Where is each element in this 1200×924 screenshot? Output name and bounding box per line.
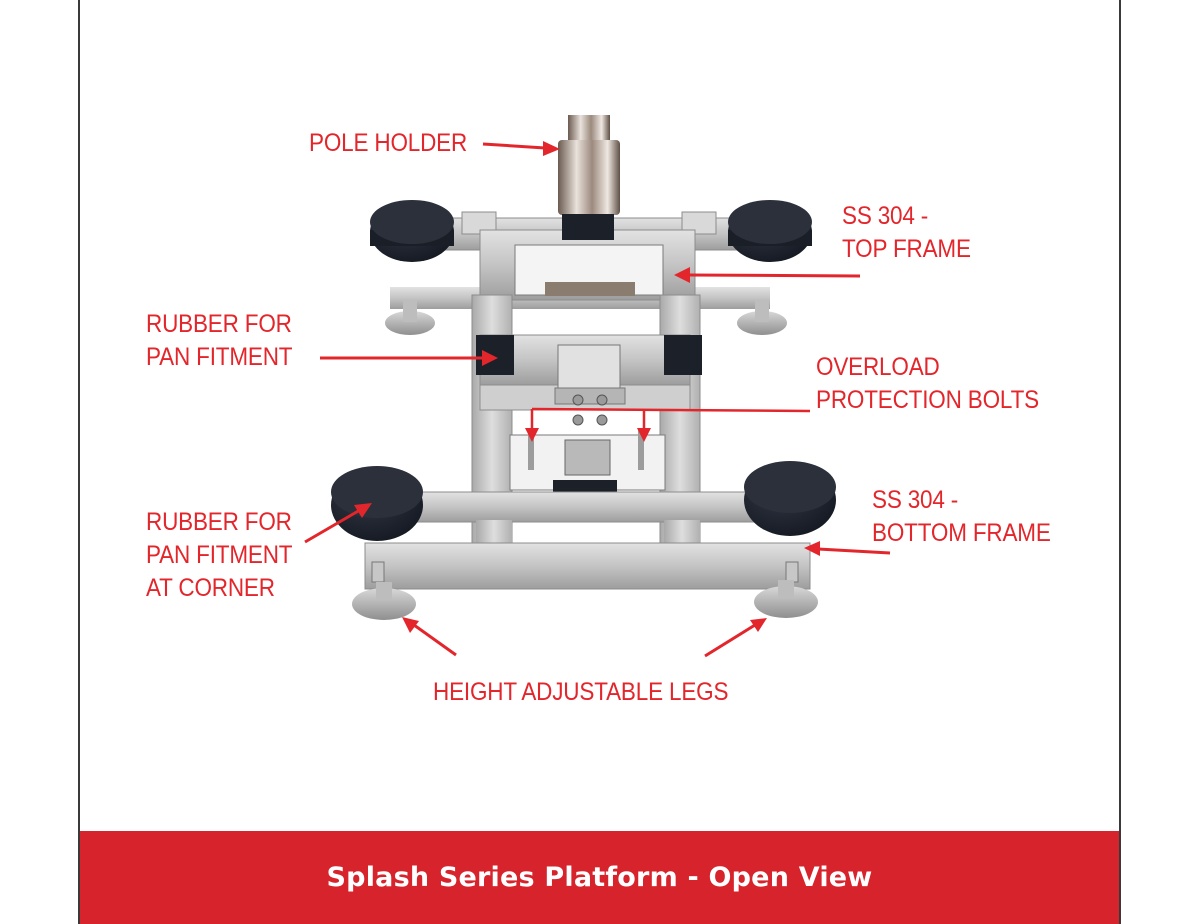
center-frame (471, 294, 702, 546)
top-rubber-pads (370, 200, 812, 262)
bottom-frame (364, 491, 811, 590)
callout-bottom-frame: SS 304 - BOTTOM FRAME (872, 486, 1051, 547)
front-legs (352, 580, 818, 620)
platform-illustration (304, 115, 891, 658)
pole-holder-part (558, 115, 620, 240)
left-border (78, 0, 80, 924)
callout-overload-protection-bolts: OVERLOAD PROTECTION BOLTS (816, 353, 1039, 414)
callout-rubber-pan-fitment: RUBBER FOR PAN FITMENT (146, 310, 293, 371)
right-border (1119, 0, 1121, 924)
footer-banner: Splash Series Platform - Open View (80, 831, 1119, 924)
callout-arrows (304, 141, 891, 658)
callout-height-adjustable-legs: HEIGHT ADJUSTABLE LEGS (433, 678, 729, 706)
callout-rubber-corner: RUBBER FOR PAN FITMENT AT CORNER (146, 508, 293, 602)
footer-title: Splash Series Platform - Open View (326, 862, 873, 893)
callout-top-frame: SS 304 - TOP FRAME (842, 202, 971, 263)
callout-pole-holder: POLE HOLDER (309, 129, 468, 157)
